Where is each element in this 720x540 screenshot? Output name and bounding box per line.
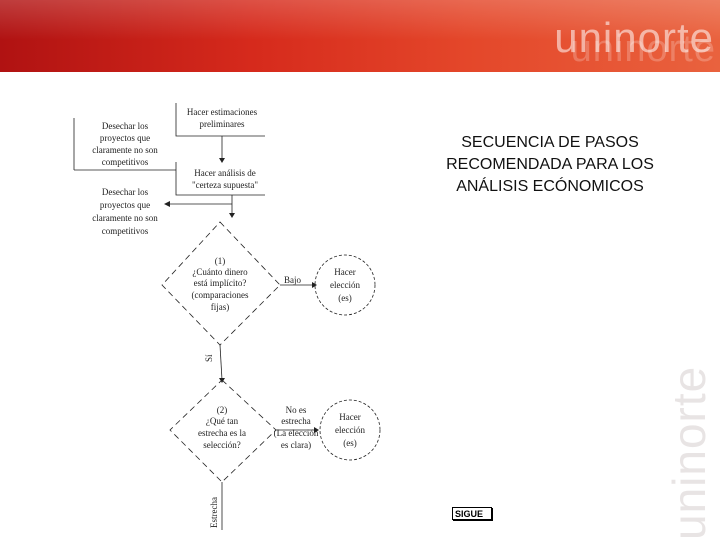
brand-logo: uninorte bbox=[554, 14, 714, 61]
title-line: ANÁLISIS ECÓNOMICOS bbox=[456, 178, 644, 195]
decision2-line: estrecha es la bbox=[198, 428, 246, 438]
discard1-text: Desechar los proyectos que claramente no… bbox=[92, 121, 158, 167]
discard2-text: Desechar los proyectos que claramente no… bbox=[92, 187, 158, 236]
discard1-line: Desechar los bbox=[102, 121, 149, 131]
brand-logo-shadow: uninorte bbox=[570, 28, 716, 70]
no-estrecha-line: (La elección bbox=[274, 428, 319, 438]
box2-text: Hacer análisis de "certeza supuesta" bbox=[192, 168, 258, 190]
choice2-line: (es) bbox=[343, 438, 357, 448]
arrowhead-1 bbox=[219, 158, 225, 163]
decision1-line: (comparaciones bbox=[192, 290, 249, 300]
box2-frame bbox=[175, 162, 265, 196]
discard1-line: competitivos bbox=[102, 157, 149, 167]
decision2-line: selección? bbox=[203, 440, 240, 450]
box1-line: preliminares bbox=[200, 119, 245, 129]
next-button[interactable]: SIGUE bbox=[452, 507, 492, 520]
no-estrecha-text: No es estrecha (La elección es clara) bbox=[274, 405, 319, 450]
discard1-line: proyectos que bbox=[100, 133, 150, 143]
discard2-line: competitivos bbox=[102, 226, 149, 236]
discard1-bracket bbox=[73, 118, 176, 171]
choice1-line: elección bbox=[330, 280, 360, 290]
choice2-line: elección bbox=[335, 425, 365, 435]
arrowhead-4 bbox=[312, 282, 317, 288]
header-banner: uninorte uninorte bbox=[0, 0, 720, 72]
bajo-label: Bajo bbox=[284, 275, 301, 285]
choice1-text: Hacer elección (es) bbox=[330, 267, 360, 303]
decision2-line: (2) bbox=[217, 405, 228, 415]
box1-frame bbox=[175, 103, 265, 137]
decision1-text: (1) ¿Cuánto dinero está implícito? (comp… bbox=[192, 256, 249, 312]
box2-line: Hacer análisis de bbox=[194, 168, 255, 178]
decision2-text: (2) ¿Qué tan estrecha es la selección? bbox=[198, 405, 246, 450]
banner-stripe bbox=[0, 0, 720, 40]
box1-line: Hacer estimaciones bbox=[187, 107, 258, 117]
box1-text: Hacer estimaciones preliminares bbox=[187, 107, 258, 129]
choice1-circle bbox=[314, 254, 376, 316]
discard1-line: claramente no son bbox=[92, 145, 158, 155]
decision2-line: ¿Qué tan bbox=[206, 416, 239, 426]
decision1-line: (1) bbox=[215, 256, 226, 266]
si-label: Sí bbox=[204, 354, 214, 362]
title-line: SECUENCIA DE PASOS bbox=[461, 134, 639, 151]
discard2-line: Desechar los bbox=[102, 187, 149, 197]
choice2-text: Hacer elección (es) bbox=[335, 412, 365, 448]
arrowhead-6 bbox=[314, 427, 319, 433]
discard2-line: claramente no son bbox=[92, 213, 158, 223]
arrowhead-2 bbox=[229, 213, 235, 218]
connector-3 bbox=[219, 344, 223, 381]
no-estrecha-line: estrecha bbox=[281, 416, 310, 426]
no-estrecha-line: es clara) bbox=[281, 440, 311, 450]
title-line: RECOMENDADA PARA LOS bbox=[446, 156, 654, 173]
decision1-line: está implícito? bbox=[194, 278, 247, 288]
discard2-line: proyectos que bbox=[100, 200, 150, 210]
estrecha-label: Estrecha bbox=[209, 497, 219, 528]
decision1-line: fijas) bbox=[211, 302, 230, 312]
arrowhead-5 bbox=[219, 378, 225, 383]
choice1-line: Hacer bbox=[334, 267, 355, 277]
choice1-line: (es) bbox=[338, 293, 352, 303]
no-estrecha-line: No es bbox=[286, 405, 307, 415]
arrowhead-3 bbox=[164, 201, 170, 207]
choice2-circle bbox=[319, 399, 381, 461]
decision1-line: ¿Cuánto dinero bbox=[192, 267, 248, 277]
choice2-line: Hacer bbox=[339, 412, 360, 422]
box2-line: "certeza supuesta" bbox=[192, 180, 258, 190]
slide-title: SECUENCIA DE PASOS RECOMENDADA PARA LOS … bbox=[410, 132, 690, 198]
